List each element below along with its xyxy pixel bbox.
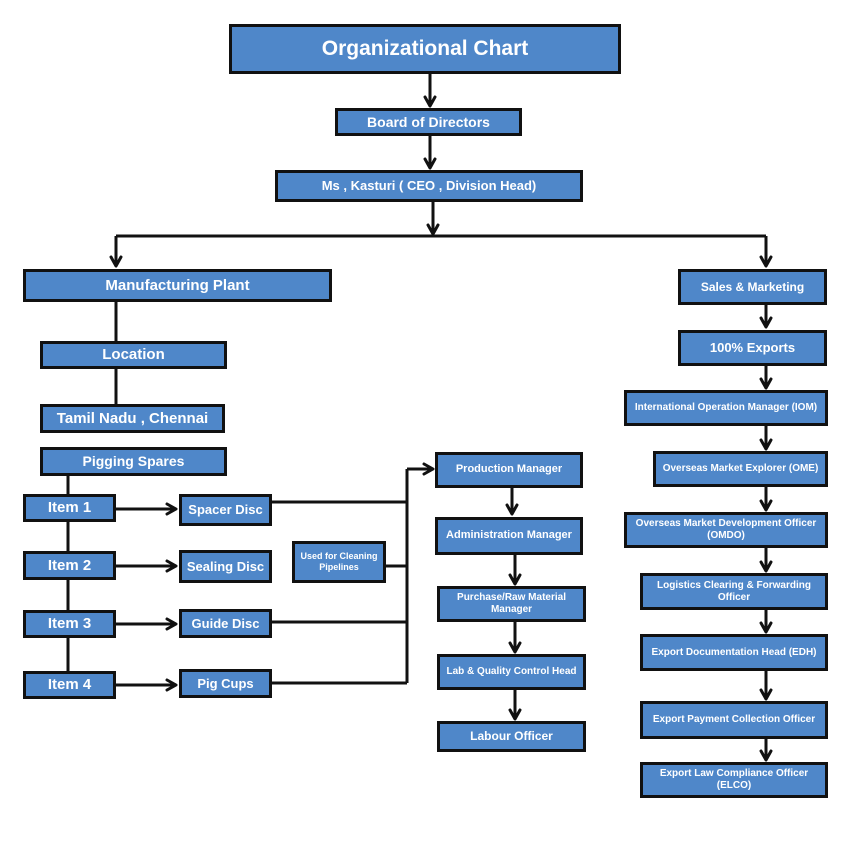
logistics-officer-box: Logistics Clearing & Forwarding Officer [640,573,828,610]
pig-cups-box: Pig Cups [179,669,272,698]
iom-box: International Operation Manager (IOM) [624,390,828,426]
lab-quality-head-box: Lab & Quality Control Head [437,654,586,690]
payment-officer-box: Export Payment Collection Officer [640,701,828,739]
manufacturing-plant-box: Manufacturing Plant [23,269,332,302]
guide-disc-box: Guide Disc [179,609,272,638]
item-1-box: Item 1 [23,494,116,522]
exports-box: 100% Exports [678,330,827,366]
item-3-box: Item 3 [23,610,116,638]
labour-officer-box: Labour Officer [437,721,586,752]
item-2-box: Item 2 [23,551,116,580]
chart-title: Organizational Chart [229,24,621,74]
sealing-disc-box: Sealing Disc [179,550,272,583]
elco-box: Export Law Compliance Officer (ELCO) [640,762,828,798]
omdo-box: Overseas Market Development Officer (OMD… [624,512,828,548]
spacer-disc-box: Spacer Disc [179,494,272,526]
production-manager-box: Production Manager [435,452,583,488]
city-box: Tamil Nadu , Chennai [40,404,225,433]
purchase-manager-box: Purchase/Raw Material Manager [437,586,586,622]
edh-box: Export Documentation Head (EDH) [640,634,828,671]
item-4-box: Item 4 [23,671,116,699]
administration-manager-box: Administration Manager [435,517,583,555]
sales-marketing-box: Sales & Marketing [678,269,827,305]
board-of-directors-box: Board of Directors [335,108,522,136]
ome-box: Overseas Market Explorer (OME) [653,451,828,487]
pigging-spares-box: Pigging Spares [40,447,227,476]
ceo-box: Ms , Kasturi ( CEO , Division Head) [275,170,583,202]
usage-note-box: Used for Cleaning Pipelines [292,541,386,583]
location-box: Location [40,341,227,369]
